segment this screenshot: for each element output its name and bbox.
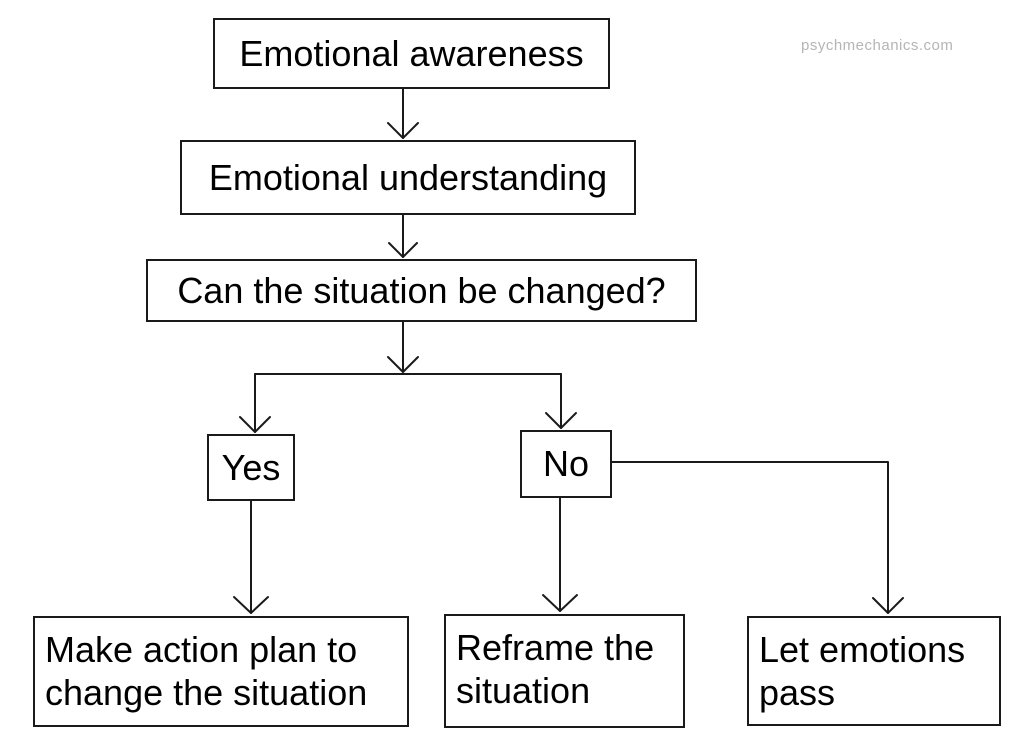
- node-text-line: situation: [456, 670, 591, 712]
- node-text-line: Let emotions: [759, 629, 966, 670]
- node-no: No: [520, 430, 612, 498]
- arrowhead: [872, 597, 904, 614]
- node-yes: Yes: [207, 434, 295, 501]
- arrowhead: [545, 412, 577, 429]
- arrowhead: [387, 356, 419, 373]
- arrowhead: [387, 122, 419, 139]
- arrowhead: [542, 594, 578, 612]
- arrowhead: [239, 416, 271, 433]
- watermark: psychmechanics.com: [801, 37, 954, 54]
- node-text-line: pass: [759, 672, 836, 714]
- node-make-action-plan: Make action plan to change the situation: [33, 616, 409, 727]
- arrowhead: [388, 242, 418, 258]
- node-emotional-understanding: Emotional understanding: [180, 140, 636, 215]
- node-text-line: change the situation: [45, 672, 368, 714]
- node-decision-question: Can the situation be changed?: [146, 259, 697, 322]
- node-reframe-situation: Reframe the situation: [444, 614, 685, 728]
- node-emotional-awareness: Emotional awareness: [213, 18, 610, 89]
- node-let-emotions-pass: Let emotions pass: [747, 616, 1001, 726]
- arrowhead: [233, 596, 269, 614]
- arrow-no-to-letpass: [611, 461, 889, 614]
- node-text-line: Reframe the: [456, 627, 655, 668]
- node-text-line: Make action plan to: [45, 629, 358, 670]
